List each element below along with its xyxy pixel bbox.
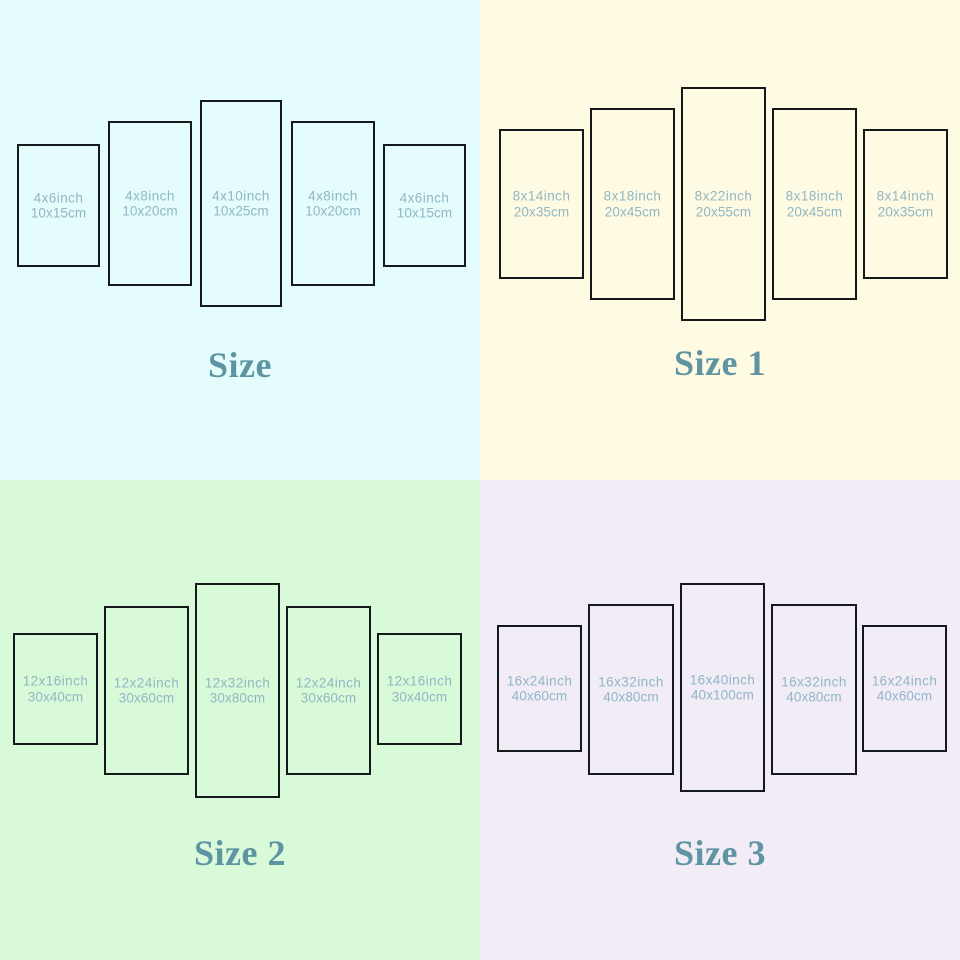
panel-size-centimeters: 20x35cm	[513, 204, 570, 219]
panel-size-inches: 4x8inch	[308, 188, 358, 203]
panel-size-inches: 8x14inch	[876, 188, 935, 204]
panel-size-centimeters: 30x40cm	[27, 689, 84, 704]
panel-size-inches: 4x6inch	[399, 190, 450, 205]
panel-size-inches: 4x10inch	[212, 188, 270, 203]
panel-size-centimeters: 10x15cm	[30, 205, 87, 221]
panel-size-centimeters: 40x60cm	[876, 688, 933, 704]
panel-size-inches: 16x40inch	[689, 672, 756, 687]
panel-size-centimeters: 40x80cm	[786, 689, 842, 705]
panel-size-centimeters: 40x100cm	[690, 687, 755, 703]
panel-size-centimeters: 10x25cm	[213, 203, 269, 219]
size-option-title-size: Size	[208, 345, 272, 385]
panel-size-centimeters: 30x40cm	[391, 689, 448, 704]
panel-size-inches: 12x16inch	[22, 673, 89, 689]
panel-size-inches: 16x24inch	[506, 673, 573, 688]
panel-size-centimeters: 30x80cm	[209, 690, 266, 706]
panel-size-inches: 8x18inch	[785, 188, 844, 204]
panel-size-centimeters: 10x15cm	[396, 205, 453, 221]
panel-size-inches: 8x18inch	[603, 188, 662, 204]
panel-size-centimeters: 10x20cm	[122, 203, 178, 219]
panel-size-inches: 12x16inch	[386, 673, 453, 689]
panel-size-centimeters: 30x60cm	[300, 690, 357, 706]
panel-size-inches: 8x22inch	[694, 188, 753, 204]
panel-size-inches: 16x24inch	[871, 673, 938, 688]
panel-size-centimeters: 10x20cm	[305, 203, 361, 219]
panel-size-inches: 4x8inch	[125, 188, 175, 203]
panel-size-centimeters: 40x60cm	[511, 688, 568, 704]
size-option-title-size-2: Size 2	[194, 833, 286, 873]
panel-size-inches: 12x24inch	[295, 675, 362, 690]
panel-size-centimeters: 20x45cm	[786, 204, 843, 219]
panel-size-centimeters: 20x35cm	[877, 204, 934, 219]
panel-size-inches: 12x24inch	[113, 675, 180, 690]
panel-size-centimeters: 20x45cm	[604, 204, 661, 219]
panel-size-centimeters: 40x80cm	[603, 689, 659, 705]
panel-size-inches: 16x32inch	[598, 674, 664, 689]
panel-size-inches: 16x32inch	[781, 674, 847, 689]
size-option-title-size-3: Size 3	[674, 833, 766, 873]
size-option-title-size-1: Size 1	[674, 343, 766, 383]
panel-size-centimeters: 30x60cm	[118, 690, 175, 706]
panel-size-inches: 12x32inch	[204, 675, 271, 690]
panel-size-inches: 8x14inch	[512, 188, 571, 204]
panel-size-inches: 4x6inch	[33, 190, 84, 205]
panel-size-centimeters: 20x55cm	[695, 204, 752, 219]
